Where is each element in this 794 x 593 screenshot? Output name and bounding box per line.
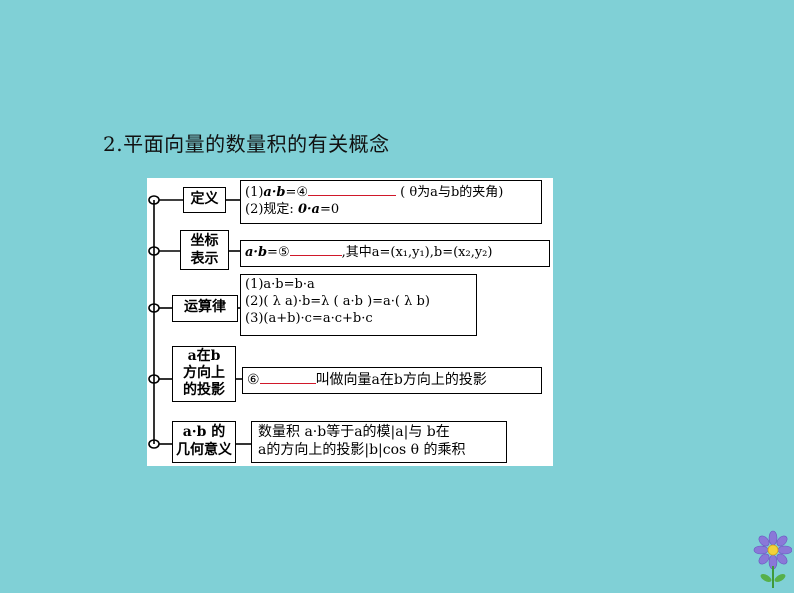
meaning-line-1: 数量积 a·b等于a的模|a|与 b在 [258, 424, 450, 440]
category-laws: 运算律 [172, 295, 238, 322]
coordinate-content: a·b=⑤,其中a=(x₁,y₁),b=(x₂,y₂) [240, 240, 550, 267]
answer-blank-6[interactable] [259, 370, 316, 384]
concept-diagram: 定义 (1)a·b=④ ( θ为a与b的夹角) (2)规定: 0·a=0 坐标 … [147, 178, 553, 466]
law-distributive: (3)(a+b)·c=a·c+b·c [245, 311, 373, 326]
flower-icon [753, 530, 792, 588]
definition-content: (1)a·b=④ ( θ为a与b的夹角) (2)规定: 0·a=0 [240, 180, 542, 224]
category-definition: 定义 [183, 187, 226, 213]
answer-blank-4[interactable] [308, 182, 397, 196]
bracket-connectors [148, 195, 251, 449]
category-projection: a在b 方向上 的投影 [172, 346, 236, 402]
category-geometric-meaning: a·b 的 几何意义 [172, 421, 236, 463]
law-commutative: (1)a·b=b·a [245, 277, 315, 292]
laws-content: (1)a·b=b·a (2)( λ a)·b=λ ( a·b )=a·( λ b… [240, 274, 477, 336]
answer-blank-5[interactable] [289, 242, 342, 256]
law-associative: (2)( λ a)·b=λ ( a·b )=a·( λ b) [245, 294, 430, 309]
category-coordinate: 坐标 表示 [180, 230, 229, 270]
definition-line-2: (2)规定: 0·a=0 [245, 202, 340, 217]
geometric-meaning-content: 数量积 a·b等于a的模|a|与 b在 a的方向上的投影|b|cos θ 的乘积 [251, 421, 507, 463]
meaning-line-2: a的方向上的投影|b|cos θ 的乘积 [258, 442, 466, 458]
section-heading: 2.平面向量的数量积的有关概念 [103, 132, 390, 156]
definition-line-1: (1)a·b=④ ( θ为a与b的夹角) [245, 182, 537, 201]
